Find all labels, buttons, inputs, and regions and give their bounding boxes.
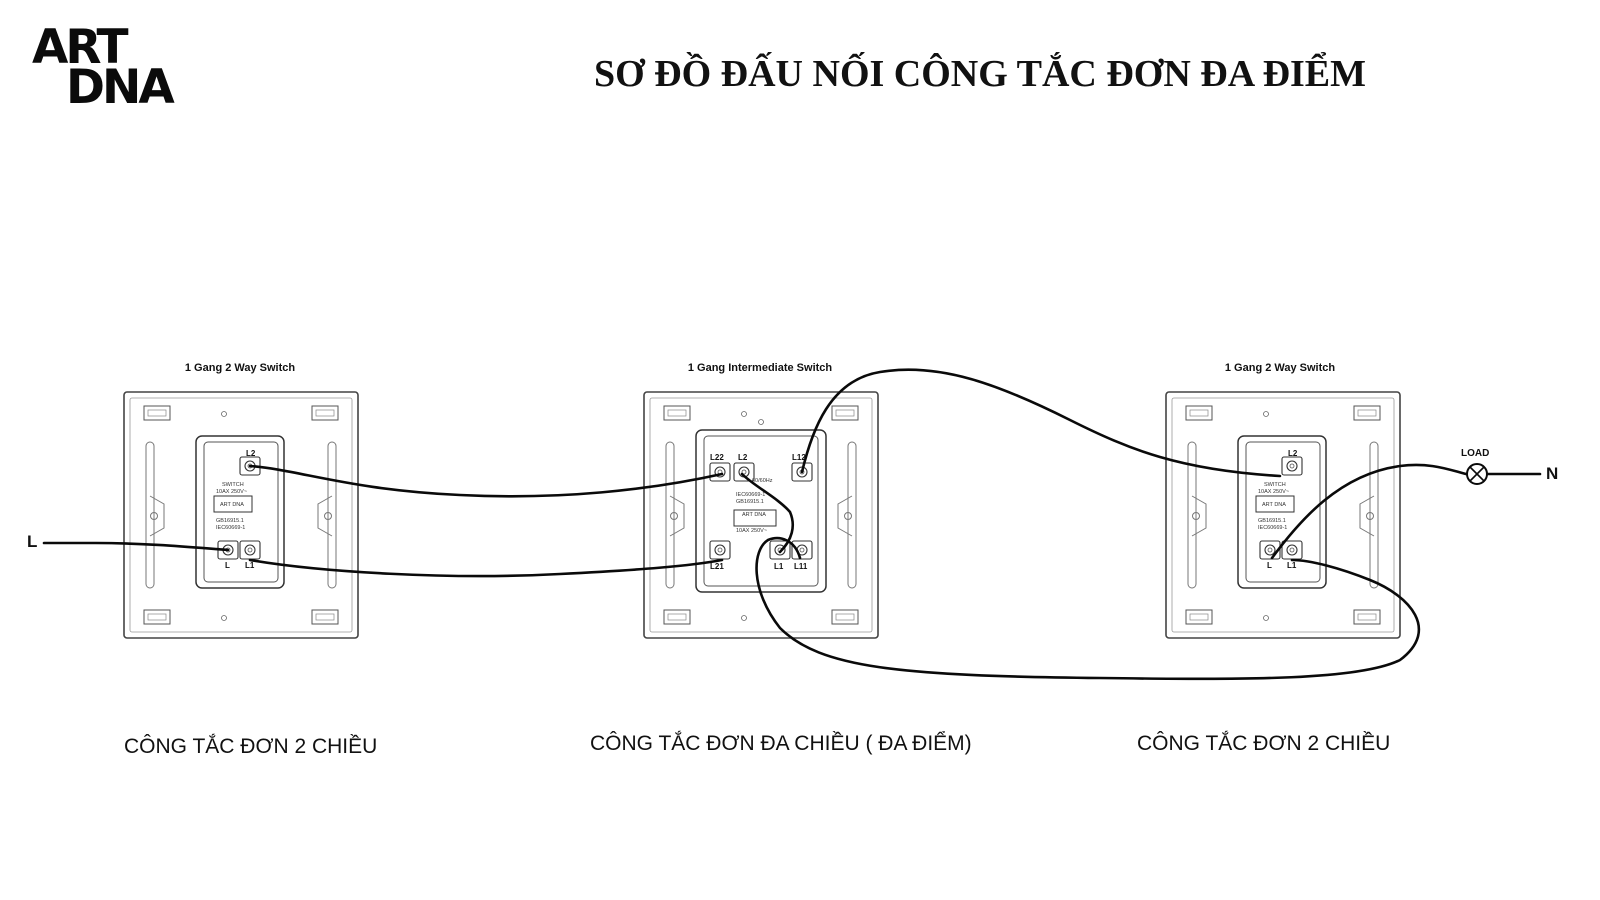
switch-3-module-text-3: GB16915.1 xyxy=(1258,518,1286,524)
switch-1-caption: CÔNG TẮC ĐƠN 2 CHIỀU xyxy=(124,735,378,758)
logo-line-1: ART xyxy=(32,20,129,75)
switch-1-label-L: L xyxy=(225,561,230,570)
switch-3-header: 1 Gang 2 Way Switch xyxy=(1224,362,1336,374)
switch-2-header: 1 Gang Intermediate Switch xyxy=(687,362,833,374)
wire-s2-L12-to-s3-L2 xyxy=(800,368,1282,478)
switch-2-terminal-L21 xyxy=(709,540,731,560)
switch-2-module-text-1: 60/60Hz xyxy=(752,478,773,484)
switch-2-label-L1: L1 xyxy=(774,562,784,571)
switch-2-brand: ART DNA xyxy=(742,512,766,518)
switch-2-terminal-L22 xyxy=(709,462,731,482)
switch-3-module-text-1: SWITCH xyxy=(1264,482,1286,488)
switch-2-caption: CÔNG TẮC ĐƠN ĐA CHIỀU ( ĐA ĐIỂM) xyxy=(590,732,972,755)
switch-2-label-L22: L22 xyxy=(710,453,724,462)
switch-3-label-L2: L2 xyxy=(1288,449,1298,458)
switch-2-terminal-L2 xyxy=(733,462,755,482)
line-label: L xyxy=(27,532,38,551)
switch-3-module-text-4: IEC60669-1 xyxy=(1258,525,1287,531)
switch-3-terminal-L1 xyxy=(1281,540,1303,560)
switch-1-label-L2: L2 xyxy=(246,449,256,458)
switch-2-terminal-L11 xyxy=(791,540,813,560)
switch-3-plate: ART DNA SWITCH 10AX 250V~ GB16915.1 IEC6… xyxy=(1165,391,1401,639)
switch-2-module-text-3: GB16915.1 xyxy=(736,499,764,505)
switch-1-module-text-4: IEC60669-1 xyxy=(216,525,245,531)
switch-3-module-text-2: 10AX 250V~ xyxy=(1258,489,1289,495)
switch-2-module-text-2: IEC60669-1 xyxy=(736,492,765,498)
switch-2-label-L11: L11 xyxy=(794,562,808,571)
switch-2-label-L2: L2 xyxy=(738,453,748,462)
wire-s2-L11-to-s3-L1 xyxy=(755,536,1421,681)
wire-s3-L-to-load xyxy=(1270,463,1468,560)
switch-1-header: 1 Gang 2 Way Switch xyxy=(184,362,296,374)
switch-1-plate: ART DNA SWITCH 10AX 250V~ GB16915.1 IEC6… xyxy=(123,391,359,639)
switch-1-module-text-1: SWITCH xyxy=(222,482,244,488)
switch-1-module-text-2: 10AX 250V~ xyxy=(216,489,247,495)
switch-2-label-L21: L21 xyxy=(710,562,724,571)
switch-2-module-text-4: 10AX 250V~ xyxy=(736,528,767,534)
wire-s1-L2-to-s2-L22 xyxy=(248,464,724,498)
switch-3-label-L: L xyxy=(1267,561,1272,570)
switch-1-module-text-3: GB16915.1 xyxy=(216,518,244,524)
wire-line-in xyxy=(42,541,230,552)
load-lamp-icon xyxy=(1466,463,1488,485)
logo: ART DNA xyxy=(32,20,182,116)
switch-1-terminal-L1 xyxy=(239,540,261,560)
switch-1-label-L1: L1 xyxy=(245,561,255,570)
switch-3-terminal-L2 xyxy=(1281,456,1303,476)
switch-3-caption: CÔNG TẮC ĐƠN 2 CHIỀU xyxy=(1137,732,1391,755)
neutral-label: N xyxy=(1546,464,1559,483)
switch-1-brand: ART DNA xyxy=(220,502,244,508)
load-label: LOAD xyxy=(1461,448,1490,459)
switch-2-label-L12: L12 xyxy=(792,453,806,462)
page-title: SƠ ĐỒ ĐẤU NỐI CÔNG TẮC ĐƠN ĐA ĐIỂM xyxy=(593,53,1367,95)
switch-2-plate: ART DNA 60/60Hz IEC60669-1 GB16915.1 10A… xyxy=(643,391,879,639)
switch-3-label-L1: L1 xyxy=(1287,561,1297,570)
switch-3-brand: ART DNA xyxy=(1262,502,1286,508)
logo-line-2: DNA xyxy=(66,60,175,116)
wire-s1-L1-to-s2-L21 xyxy=(248,558,724,578)
